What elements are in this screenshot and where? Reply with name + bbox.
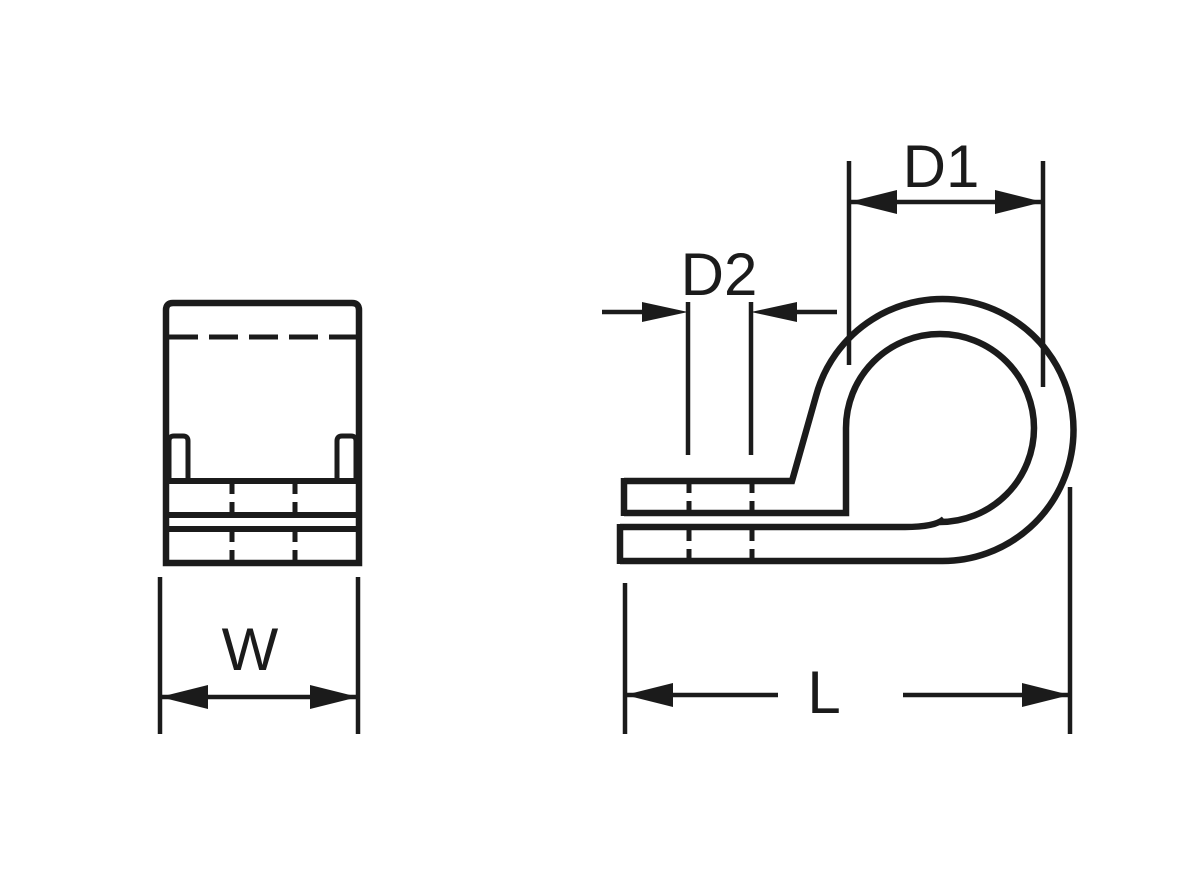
d1-extension-lines [846,161,1046,387]
length-arrowhead-left [625,683,673,707]
length-dimension: L [622,487,1073,734]
front-view-right-tab [334,433,359,481]
front-view [162,299,363,567]
d1-arrowhead-right [995,190,1043,214]
width-arrowhead-left [160,685,208,709]
side-view-inner-profile [624,330,1038,526]
d2-dimension: D2 [602,241,837,455]
d2-arrowhead-right [751,302,797,322]
width-dimension: W [157,577,361,734]
d2-arrowhead-left [642,302,688,322]
d1-dimension: D1 [846,133,1046,387]
front-view-band-lines [166,478,359,532]
d1-label: D1 [903,133,980,200]
length-label: L [807,659,840,726]
width-arrowhead-right [310,685,358,709]
front-view-serration-marks [229,483,298,561]
d2-label: D2 [681,241,758,308]
side-view-strap-end-caps [616,478,628,564]
width-extension-lines [157,577,361,734]
width-label: W [222,616,279,683]
front-view-outline [162,299,363,567]
d1-arrowhead-left [849,190,897,214]
d2-extension-lines [685,302,754,455]
length-arrowhead-right [1022,683,1070,707]
front-view-left-tab [166,433,191,481]
side-view-serration-marks [686,483,755,560]
side-view-lower-strap-top-edge [620,516,947,531]
